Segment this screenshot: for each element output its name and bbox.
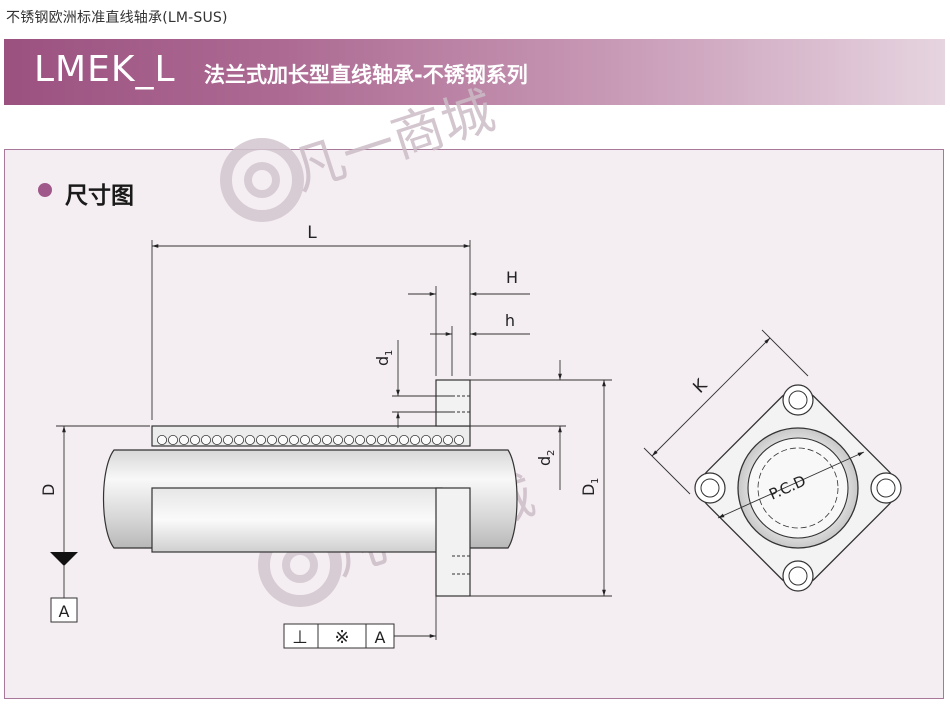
bearing-body: [151, 487, 443, 553]
ball: [277, 434, 288, 445]
mounting-hole-right: [870, 472, 902, 504]
dim-label-H: H: [506, 268, 518, 287]
ball: [398, 434, 409, 445]
svg-text:1: 1: [590, 478, 601, 484]
ball: [343, 434, 354, 445]
mounting-hole-bottom: [782, 560, 814, 592]
mounting-hole-left: [694, 472, 726, 504]
dim-label-d2: d 2: [535, 450, 557, 466]
ball: [255, 434, 266, 445]
ball-row: [156, 434, 464, 445]
svg-text:D: D: [579, 484, 598, 496]
ball: [288, 434, 299, 445]
bearing-side-view: [102, 379, 518, 597]
ball: [299, 434, 310, 445]
ball: [420, 434, 431, 445]
datum-feature: [50, 552, 78, 623]
dim-label-K: K: [689, 375, 712, 398]
ball: [376, 434, 387, 445]
ball: [321, 434, 332, 445]
ball: [233, 434, 244, 445]
tolerance-frame: [283, 623, 395, 649]
ball: [200, 434, 211, 445]
flange-bottom: [435, 487, 471, 597]
ball: [178, 434, 189, 445]
tolerance-value: ※: [334, 627, 349, 648]
dim-label-L: L: [307, 223, 317, 243]
svg-text:2: 2: [546, 450, 557, 456]
flange-top: [435, 379, 471, 427]
mounting-hole-top: [782, 384, 814, 416]
dim-label-D: D: [39, 484, 58, 496]
dim-label-d1: d 1: [373, 350, 395, 366]
bearing-front-view: P.C.D: [694, 384, 902, 592]
ball: [167, 434, 178, 445]
product-title: 法兰式加长型直线轴承-不锈钢系列: [204, 63, 528, 87]
perpendicularity-symbol: ⊥: [292, 627, 308, 648]
dimension-lines: [56, 240, 612, 640]
svg-text:1: 1: [384, 350, 395, 356]
ball: [156, 434, 167, 445]
ball: [266, 434, 277, 445]
page-caption: 不锈钢欧洲标准直线轴承(LM-SUS): [6, 10, 228, 26]
ball: [222, 434, 233, 445]
svg-text:d: d: [373, 356, 392, 366]
tolerance-datum: A: [375, 628, 386, 647]
datum-label: A: [59, 602, 70, 621]
ball: [409, 434, 420, 445]
section-bullet-icon: [38, 183, 52, 197]
svg-text:d: d: [535, 456, 554, 466]
model-name: LMEK_L: [34, 49, 176, 90]
ball: [431, 434, 442, 445]
section-title: 尺寸图: [65, 183, 134, 209]
dim-label-D1: D 1: [579, 478, 601, 496]
ball: [310, 434, 321, 445]
ball: [211, 434, 222, 445]
dim-label-h: h: [505, 311, 515, 330]
ball: [453, 434, 464, 445]
ball: [387, 434, 398, 445]
ball: [442, 434, 453, 445]
ball: [244, 434, 255, 445]
title-banner: LMEK_L 法兰式加长型直线轴承-不锈钢系列: [4, 39, 945, 105]
ball: [365, 434, 376, 445]
ball: [332, 434, 343, 445]
ball: [189, 434, 200, 445]
watermark-text-top: 凡一商城: [285, 81, 501, 202]
dimension-K: [643, 329, 809, 495]
ball: [354, 434, 365, 445]
